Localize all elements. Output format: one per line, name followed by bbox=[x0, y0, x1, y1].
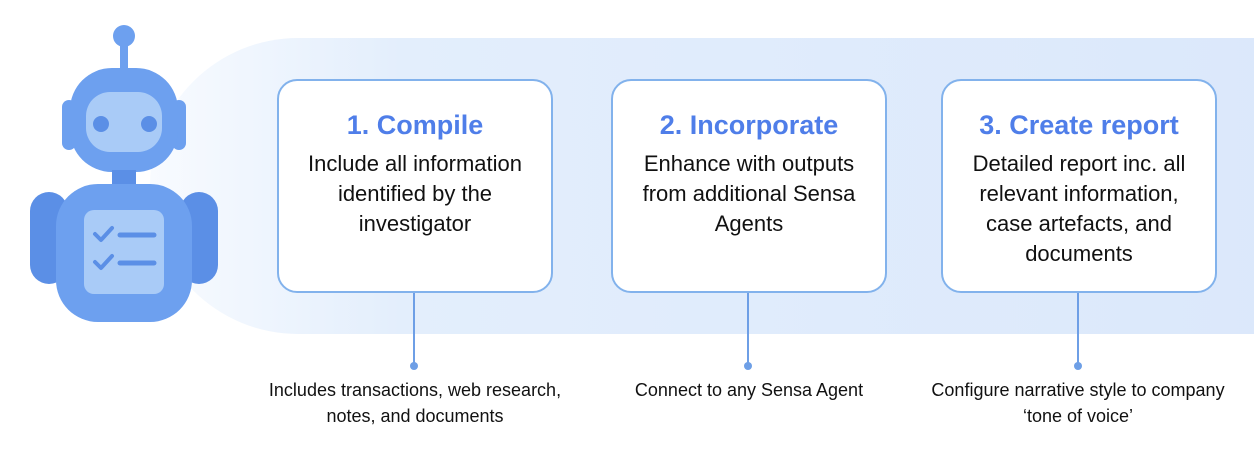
step-note: Includes transactions, web research, not… bbox=[268, 380, 562, 426]
step-note: Connect to any Sensa Agent bbox=[634, 380, 864, 400]
step-card-incorporate: 2. Incorporate Enhance with outputs from… bbox=[611, 79, 887, 293]
connector-dot bbox=[1074, 362, 1082, 370]
robot-icon bbox=[30, 25, 218, 322]
step-note: Configure narrative style to company ‘to… bbox=[931, 380, 1225, 426]
step-description: Include all information identified by th… bbox=[307, 151, 522, 236]
step-title: 3. Create report bbox=[979, 110, 1179, 140]
step-description: Enhance with outputs from additional Sen… bbox=[642, 151, 856, 236]
step-card-compile: 1. Compile Include all information ident… bbox=[277, 79, 553, 293]
connector-line bbox=[747, 293, 749, 365]
step-description: Detailed report inc. all relevant inform… bbox=[972, 151, 1186, 266]
connector-line bbox=[1077, 293, 1079, 365]
step-title: 2. Incorporate bbox=[659, 110, 839, 140]
connector-dot bbox=[410, 362, 418, 370]
step-card-create-report: 3. Create report Detailed report inc. al… bbox=[941, 79, 1217, 293]
connector-line bbox=[413, 293, 415, 365]
step-title: 1. Compile bbox=[346, 110, 484, 140]
connector-dot bbox=[744, 362, 752, 370]
checklist-icon bbox=[93, 226, 157, 270]
